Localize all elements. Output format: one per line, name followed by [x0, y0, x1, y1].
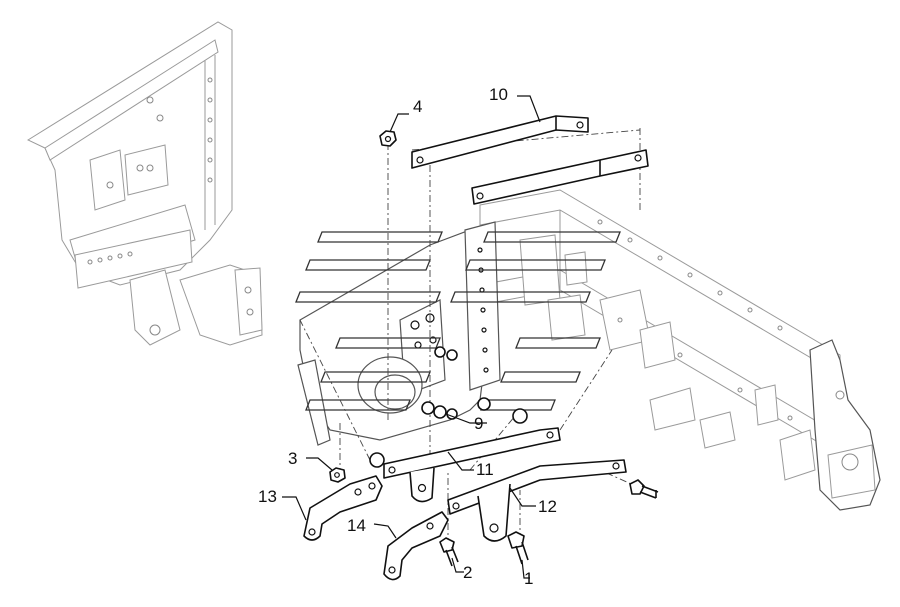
callout-13: 13	[258, 487, 277, 506]
callout-2: 2	[463, 563, 472, 582]
part-10-upper-straps	[411, 115, 649, 205]
part-4-nut	[379, 130, 397, 147]
right-chassis-frame	[479, 189, 881, 511]
callout-9: 9	[474, 414, 483, 433]
part-11-lower-strap	[369, 427, 561, 503]
callout-11: 11	[476, 460, 494, 479]
left-frame-assembly	[26, 21, 263, 346]
part-3-nut	[329, 467, 346, 483]
callout-10: 10	[489, 85, 508, 104]
part-13-bracket	[303, 475, 383, 541]
callout-labels: 1 2 3 4 9 10 11 12 13 14	[258, 85, 557, 588]
watermark-logo	[295, 231, 621, 411]
leader-lines	[282, 95, 541, 579]
left-frame-holes	[87, 77, 254, 336]
part-1-bolt	[507, 531, 529, 565]
part-2-bolt	[439, 537, 459, 567]
part-9-nut-cluster	[421, 346, 528, 424]
callout-14: 14	[347, 516, 366, 535]
callout-4: 4	[413, 97, 422, 116]
part-1-bolt-secondary	[629, 479, 659, 499]
callout-12: 12	[538, 497, 557, 516]
center-mount-bracket	[297, 221, 501, 446]
callout-3: 3	[288, 449, 297, 468]
callout-1: 1	[524, 569, 533, 588]
right-frame-holes	[597, 219, 793, 421]
part-14-bracket	[383, 511, 449, 581]
part-12-lower-strap	[447, 459, 627, 542]
